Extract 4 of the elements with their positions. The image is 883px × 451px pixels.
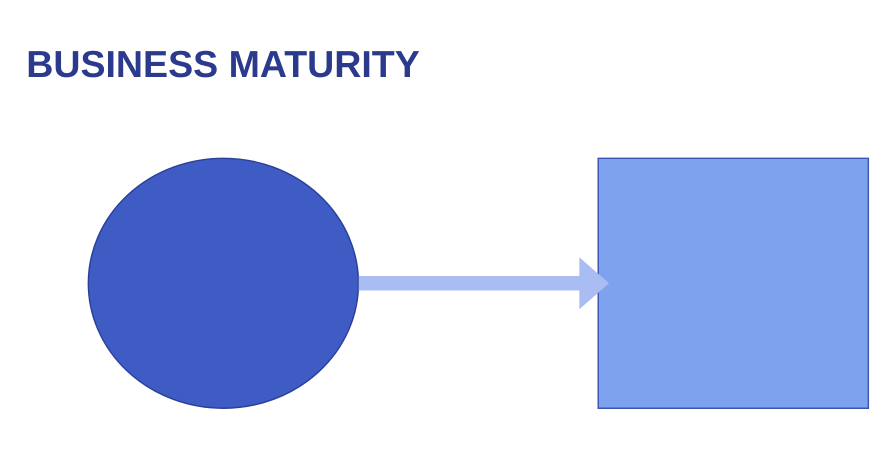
node-box (598, 158, 870, 409)
arrow (358, 257, 610, 310)
label: BUSINESS MATURITY (26, 43, 420, 86)
node-cloud (88, 158, 360, 409)
